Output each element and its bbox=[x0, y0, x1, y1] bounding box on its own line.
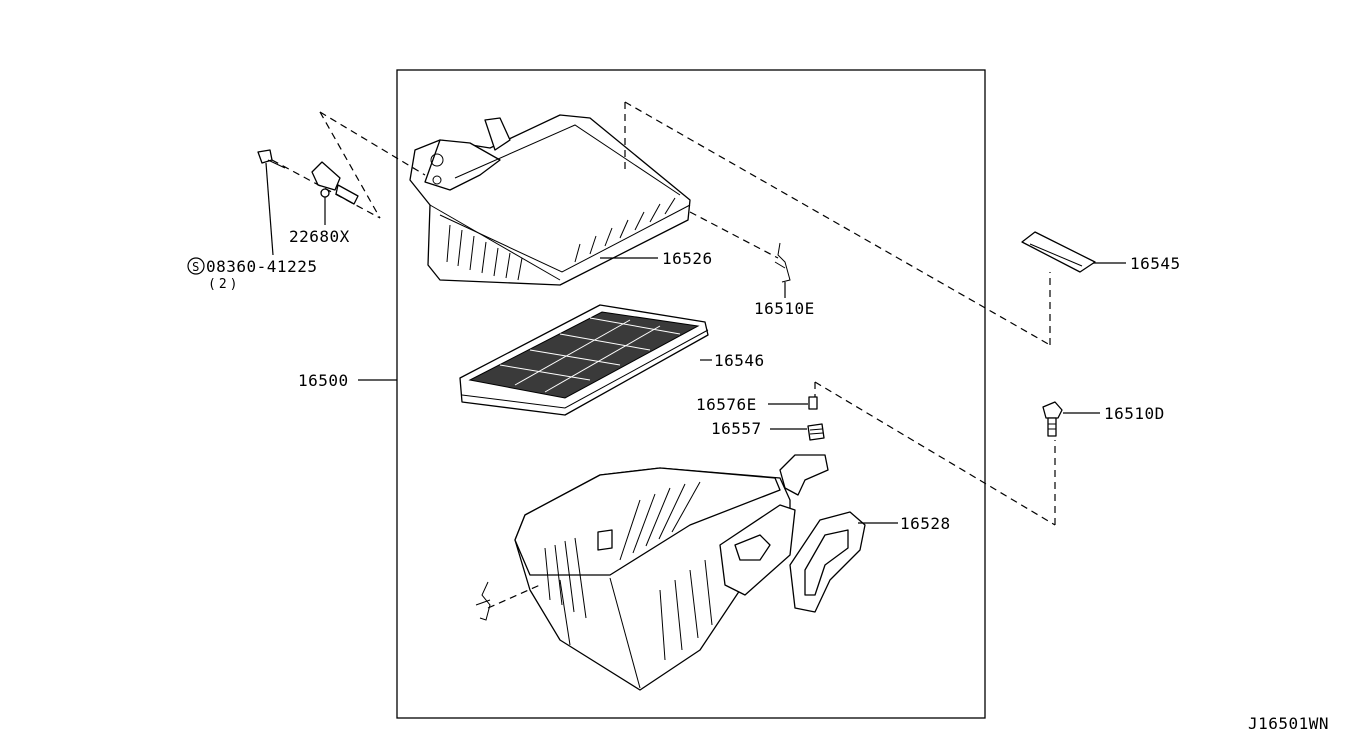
label-air-cleaner-assembly: 16500 bbox=[298, 371, 349, 390]
dashed-assembly-lines bbox=[271, 101, 1056, 609]
grommet-part[interactable] bbox=[807, 423, 825, 441]
label-bolt: 16510D bbox=[1104, 404, 1165, 423]
label-filter-element: 16546 bbox=[714, 351, 765, 370]
label-sensor: 22680X bbox=[289, 227, 350, 246]
duct-seal-part[interactable] bbox=[789, 511, 866, 613]
sensor-part[interactable] bbox=[311, 161, 359, 205]
diagram-code: J16501WN bbox=[1248, 714, 1329, 733]
label-clip-upper: 16510E bbox=[754, 299, 815, 318]
screw-part[interactable] bbox=[257, 149, 286, 169]
upper-cover-part[interactable] bbox=[409, 114, 691, 286]
label-sticker: 16545 bbox=[1130, 254, 1181, 273]
label-grommet: 16557 bbox=[711, 419, 762, 438]
label-grommet-collar: 16576E bbox=[696, 395, 757, 414]
screw-symbol: S bbox=[187, 257, 205, 275]
label-screw-qty: (2) bbox=[208, 277, 240, 292]
assembly-frame bbox=[396, 69, 986, 719]
leader-lines bbox=[265, 162, 1126, 524]
bolt-part[interactable] bbox=[1042, 401, 1063, 437]
sticker-part[interactable] bbox=[1021, 231, 1096, 273]
lower-case-part[interactable] bbox=[514, 454, 829, 691]
label-duct-seal: 16528 bbox=[900, 514, 951, 533]
clip-lower-part[interactable] bbox=[475, 581, 491, 621]
grommet-collar-part[interactable] bbox=[808, 396, 818, 410]
clip-upper-part[interactable] bbox=[774, 242, 791, 283]
label-upper-cover: 16526 bbox=[662, 249, 713, 268]
label-screw: 08360-41225 bbox=[206, 257, 317, 276]
screw-symbol-letter: S bbox=[192, 260, 200, 274]
filter-element-part[interactable] bbox=[459, 304, 709, 416]
